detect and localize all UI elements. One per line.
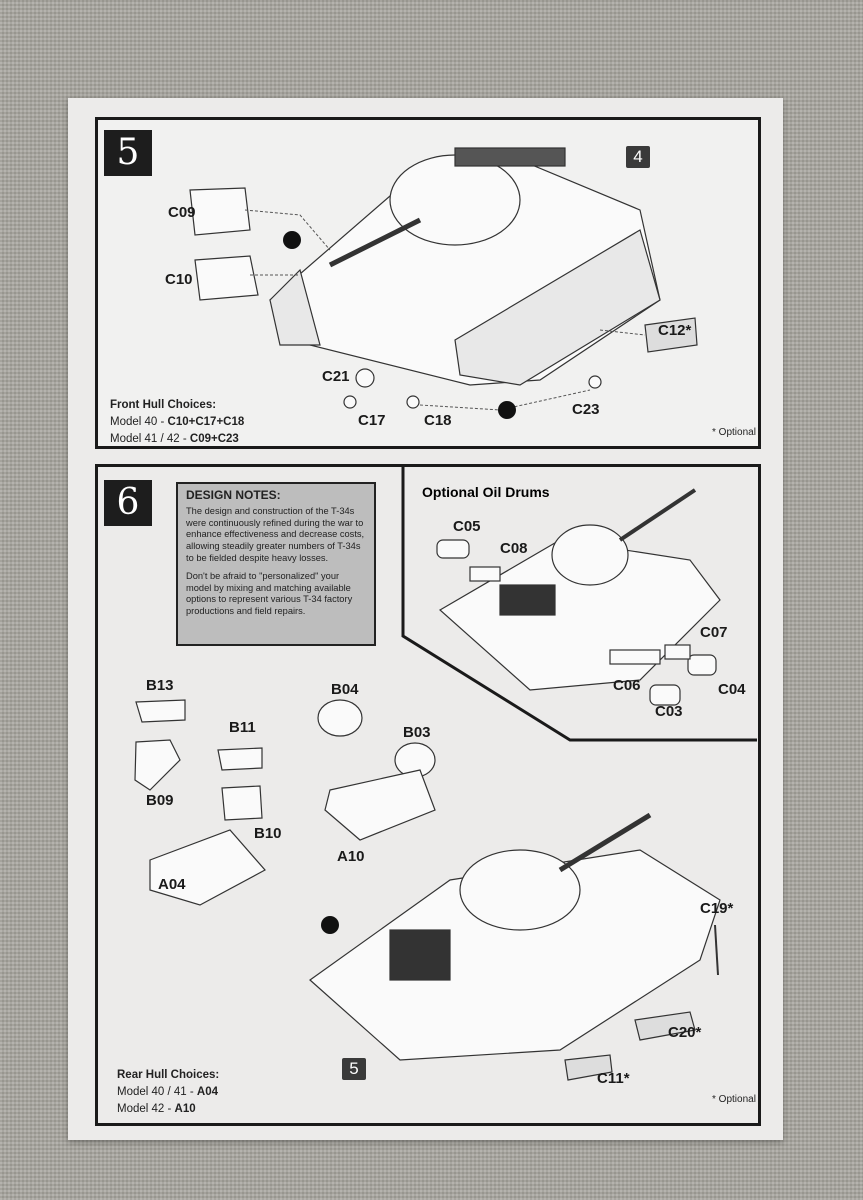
design-notes-box: DESIGN NOTES: The design and constructio…	[176, 482, 376, 646]
optional-note: * Optional	[712, 1094, 756, 1105]
front-hull-choices: Front Hull Choices: Model 40 - C10+C17+C…	[110, 397, 244, 448]
reference-step-badge: 4	[626, 146, 650, 168]
part-label: C20*	[668, 1024, 702, 1041]
choice-model: Model 42 -	[117, 1103, 175, 1115]
rear-hull-choices: Rear Hull Choices: Model 40 / 41 - A04 M…	[117, 1067, 219, 1118]
step-number-5: 5	[104, 130, 152, 176]
part-label: C04	[718, 681, 746, 698]
choice-parts: C10+C17+C18	[167, 416, 245, 428]
choices-title: Rear Hull Choices:	[117, 1069, 220, 1081]
part-a10	[324, 769, 436, 841]
part-label: C09	[168, 204, 196, 221]
part-label: B09	[146, 792, 174, 809]
part-label: B04	[331, 681, 359, 698]
part-label: C19*	[700, 900, 734, 917]
part-label: A04	[158, 876, 186, 893]
part-label: B10	[254, 825, 282, 842]
design-notes-paragraph: The design and construction of the T-34s…	[186, 505, 365, 563]
part-label: C21	[322, 368, 350, 385]
part-label: B13	[146, 677, 174, 694]
part-label: C07	[700, 624, 728, 641]
choice-model: Model 40 / 41 -	[117, 1086, 197, 1098]
choices-title: Front Hull Choices:	[110, 399, 217, 411]
part-label: C12*	[658, 322, 692, 339]
reference-step-badge: 5	[342, 1058, 366, 1080]
step-number-6: 6	[104, 480, 152, 526]
balance-mark-icons	[283, 231, 516, 934]
optional-note: * Optional	[712, 427, 756, 438]
choice-parts: A10	[174, 1103, 196, 1115]
oil-drums	[436, 539, 717, 706]
part-label: C17	[358, 412, 386, 429]
part-label: C18	[424, 412, 452, 429]
part-a04	[149, 829, 266, 906]
tank-turret	[389, 154, 521, 246]
oil-drums-title: Optional Oil Drums	[422, 484, 550, 500]
choice-parts: A04	[196, 1086, 219, 1098]
oil-drum-subpanel-border	[401, 466, 757, 742]
design-notes-title: DESIGN NOTES:	[186, 488, 281, 502]
part-label: C10	[165, 271, 193, 288]
part-label: C06	[613, 677, 641, 694]
part-label: B11	[229, 719, 256, 736]
tank-track-left	[269, 268, 321, 346]
part-label: C08	[500, 540, 528, 557]
step-6-panel	[95, 464, 761, 1126]
part-label: C11*	[597, 1070, 630, 1087]
choice-model: Model 40 -	[110, 416, 168, 428]
design-notes-paragraph: Don't be afraid to "personalized" your m…	[186, 570, 353, 617]
part-label: A10	[337, 848, 365, 865]
tank-track-right	[454, 229, 661, 386]
part-label: C23	[572, 401, 600, 418]
part-label: B03	[403, 724, 431, 741]
part-label: C03	[655, 703, 683, 720]
part-label: C05	[453, 518, 481, 535]
choice-model: Model 41 / 42 -	[110, 433, 190, 445]
choice-parts: C09+C23	[189, 433, 239, 445]
